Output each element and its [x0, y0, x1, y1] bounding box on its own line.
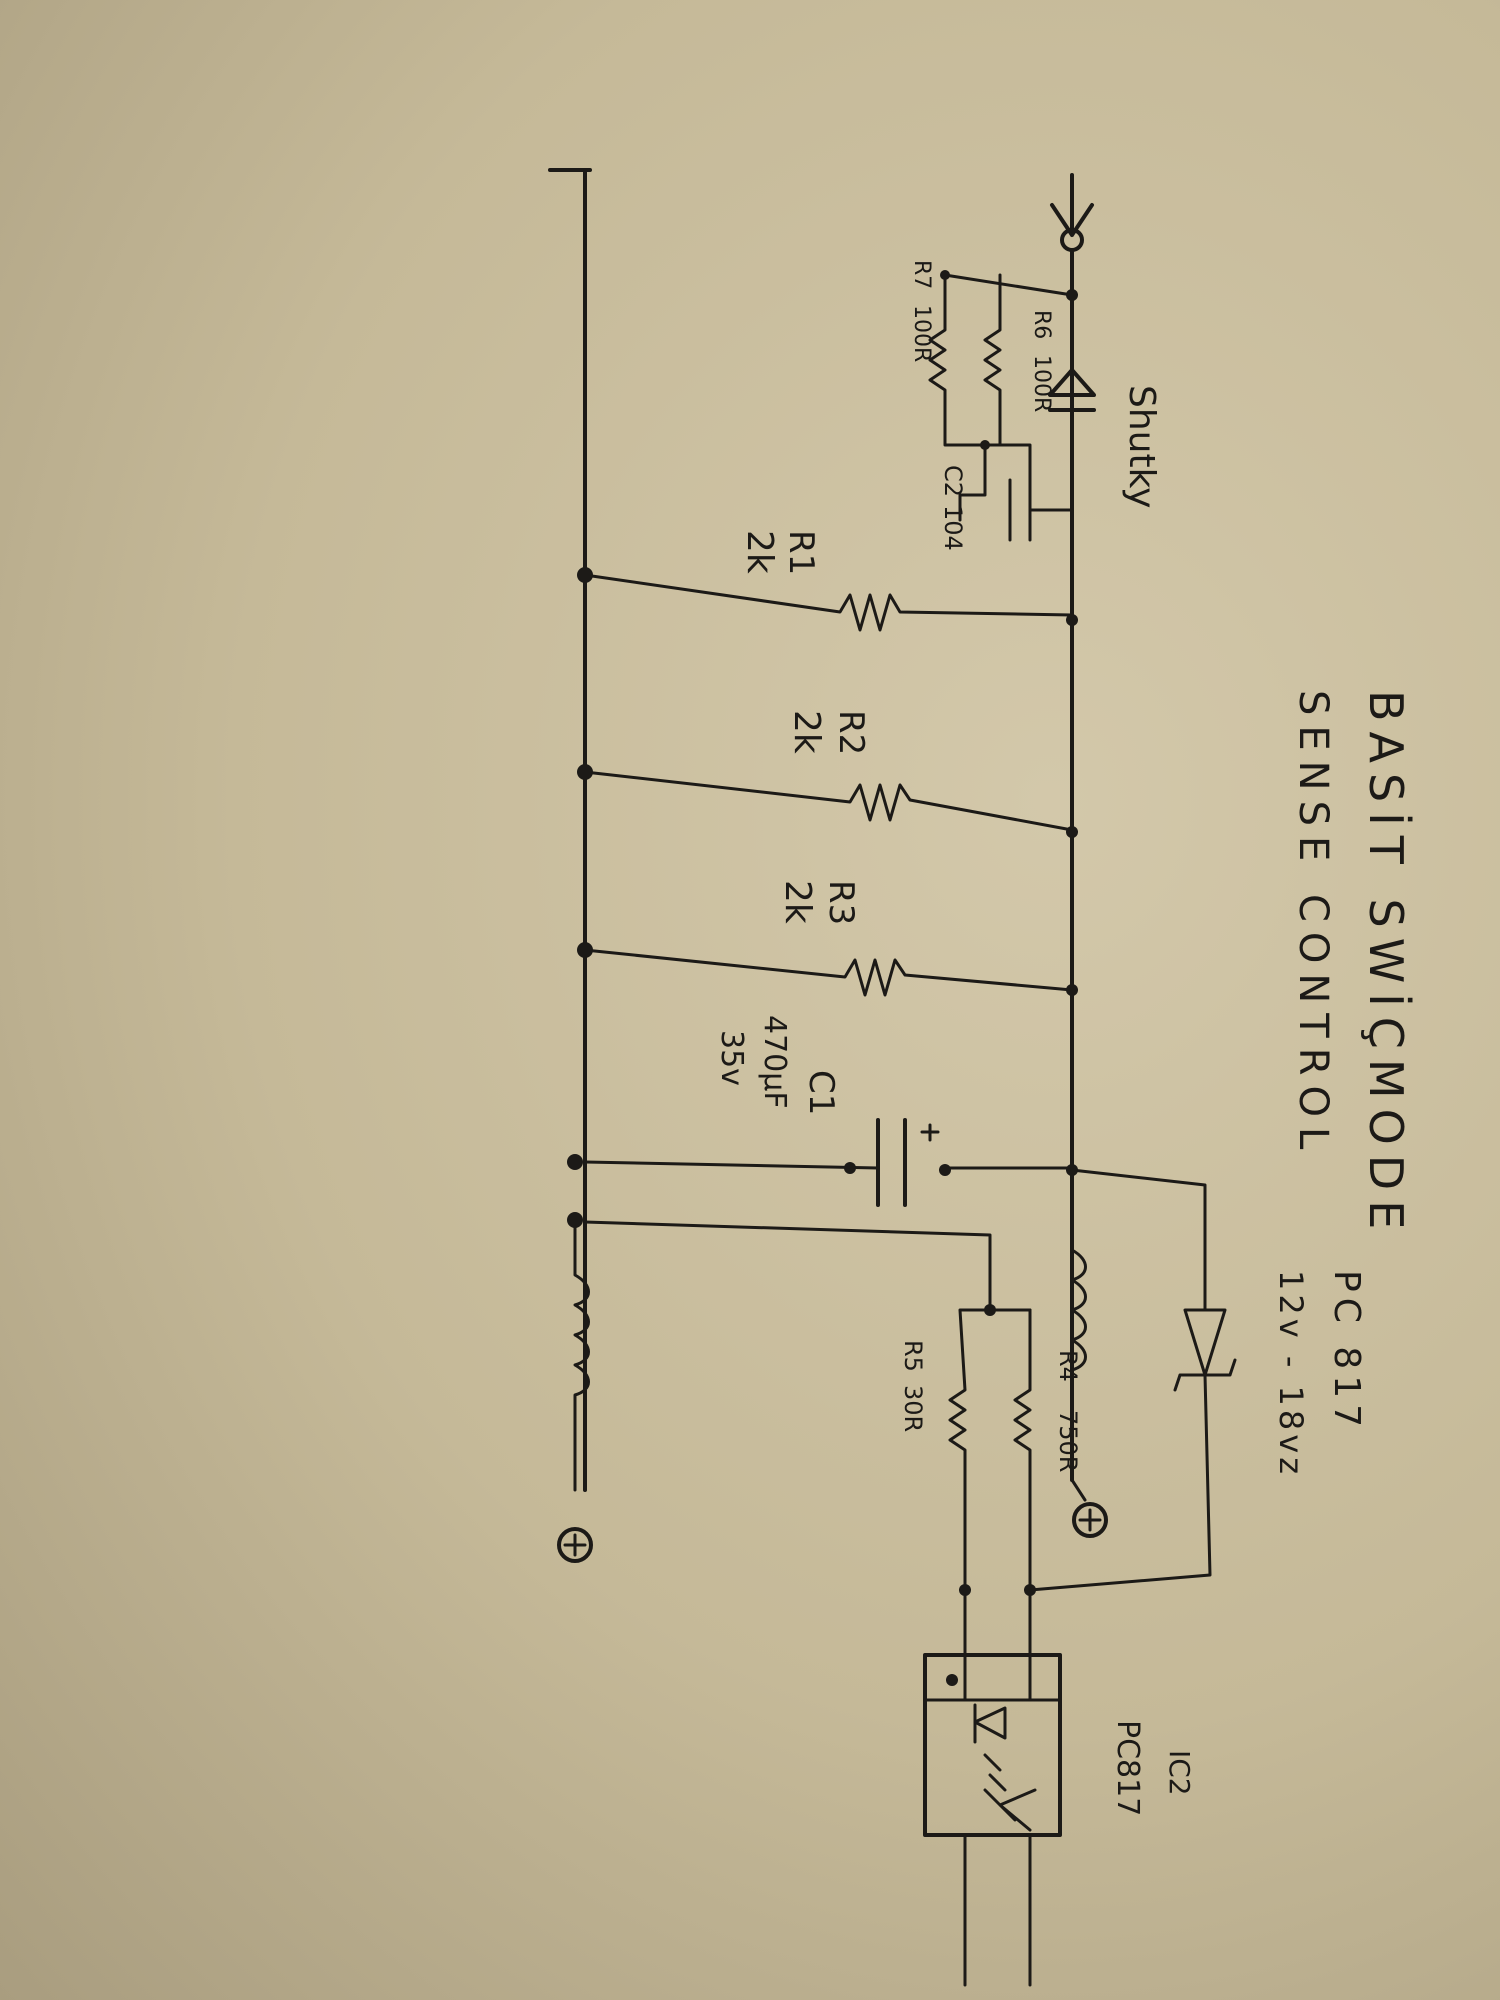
subtitle-label: SENSE CONTROL — [1290, 690, 1336, 1159]
r4-label: R4 — [1054, 1350, 1082, 1382]
zener-diode-icon — [1028, 1164, 1237, 1592]
r3-value: 2k — [777, 880, 818, 924]
schottky-label: Shutky — [1121, 385, 1162, 508]
voltage-range-label: 12v - 18vz — [1272, 1270, 1310, 1478]
minus-terminal-icon — [1072, 1502, 1108, 1538]
svg-text:Shutky: Shutky — [1121, 385, 1162, 508]
title-label: BASİT SWİÇMODE — [1359, 690, 1413, 1239]
c1-value: 470µF — [757, 1015, 792, 1109]
svg-text:PC 817: PC 817 — [1326, 1270, 1367, 1433]
r1-label: R1 — [781, 530, 821, 575]
resistor-r1 — [577, 567, 1078, 632]
inductor-ground-rail — [573, 1218, 590, 1492]
c1-label: C1 — [801, 1070, 841, 1115]
r7-label: R7 — [909, 260, 934, 289]
optocoupler-ic2 — [923, 1588, 1062, 1987]
plus-terminal-icon — [557, 1527, 593, 1563]
resistor-r4 — [1013, 1308, 1036, 1596]
resistor-r3 — [577, 942, 1078, 997]
svg-text:SENSE CONTROL: SENSE CONTROL — [1290, 690, 1336, 1159]
r5-value: 30R — [899, 1385, 927, 1432]
r4-value: 750R — [1054, 1410, 1082, 1472]
c2-value: 104 — [939, 505, 967, 551]
svg-text:12v - 18vz: 12v - 18vz — [1272, 1270, 1310, 1478]
r2-label: R2 — [831, 710, 871, 755]
r1-value: 2k — [739, 530, 780, 574]
r7-value: 100R — [909, 305, 934, 362]
schottky-diode-icon — [1048, 368, 1096, 412]
svg-text:BASİT SWİÇMODE: BASİT SWİÇMODE — [1359, 690, 1413, 1239]
resistor-r2 — [577, 764, 1078, 838]
r6-value: 100R — [1029, 355, 1054, 412]
opto-ref-label: PC 817 — [1326, 1270, 1367, 1433]
r6-label: R6 — [1029, 310, 1054, 339]
r3-label: R3 — [821, 880, 861, 925]
c2-label: C2 — [939, 465, 967, 497]
resistor-r5 — [567, 1212, 1032, 1596]
snubber-network — [928, 270, 1078, 542]
ic2-part: PC817 — [1110, 1720, 1145, 1816]
input-arrow-icon — [1050, 173, 1094, 252]
c1-voltage: 35v — [714, 1030, 749, 1086]
capacitor-c1 — [567, 1118, 1074, 1207]
inductor-positive-rail — [1070, 1248, 1087, 1502]
ic2-label: IC2 — [1163, 1750, 1196, 1796]
r5-label: R5 — [899, 1340, 927, 1372]
r2-value: 2k — [786, 710, 827, 754]
